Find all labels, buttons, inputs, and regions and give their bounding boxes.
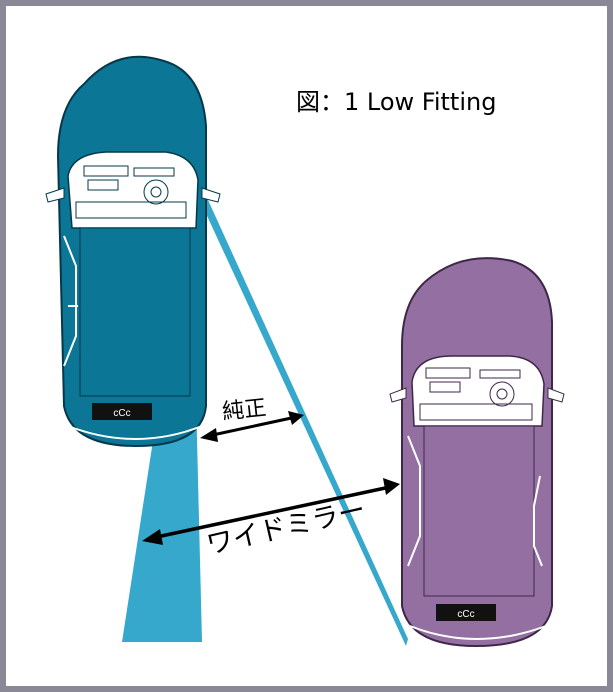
diagram-frame: cCc cCc 図：1 Low Fitting <box>6 6 607 686</box>
blue-car-rear-bumper <box>67 425 203 440</box>
purple-car-license-plate <box>436 604 496 621</box>
blue-car-license-plate <box>92 403 152 420</box>
purple-car-dashboard <box>419 367 533 421</box>
blue-car-dashboard <box>75 165 187 219</box>
blue-car-right-mirror <box>201 187 221 203</box>
wide-mirror-width-arrow <box>142 478 400 545</box>
diagram-title: 図：1 Low Fitting <box>296 88 497 116</box>
blue-car-side-trim <box>63 235 78 367</box>
purple-car-windshield <box>411 355 545 427</box>
blue-car-left-mirror <box>45 187 65 203</box>
blue-car-windshield <box>67 151 199 229</box>
blue-car-roof <box>79 227 191 397</box>
purple-car-rear-bumper <box>409 625 547 640</box>
wide-mirror-view-cone <box>196 192 408 646</box>
purple-car: cCc <box>389 257 565 648</box>
purple-car-roof <box>423 425 535 597</box>
purple-car-plate-text: cCc <box>457 609 474 620</box>
purple-car-left-mirror <box>389 387 407 403</box>
diagram-canvas: cCc cCc <box>45 55 565 648</box>
blue-car-plate-text: cCc <box>113 408 130 419</box>
standard-mirror-label: 純正 <box>221 395 268 426</box>
blue-car: cCc <box>45 55 221 448</box>
purple-car-right-mirror <box>547 387 565 403</box>
standard-mirror-width-arrow <box>200 411 304 442</box>
purple-car-side-trim <box>407 435 543 567</box>
